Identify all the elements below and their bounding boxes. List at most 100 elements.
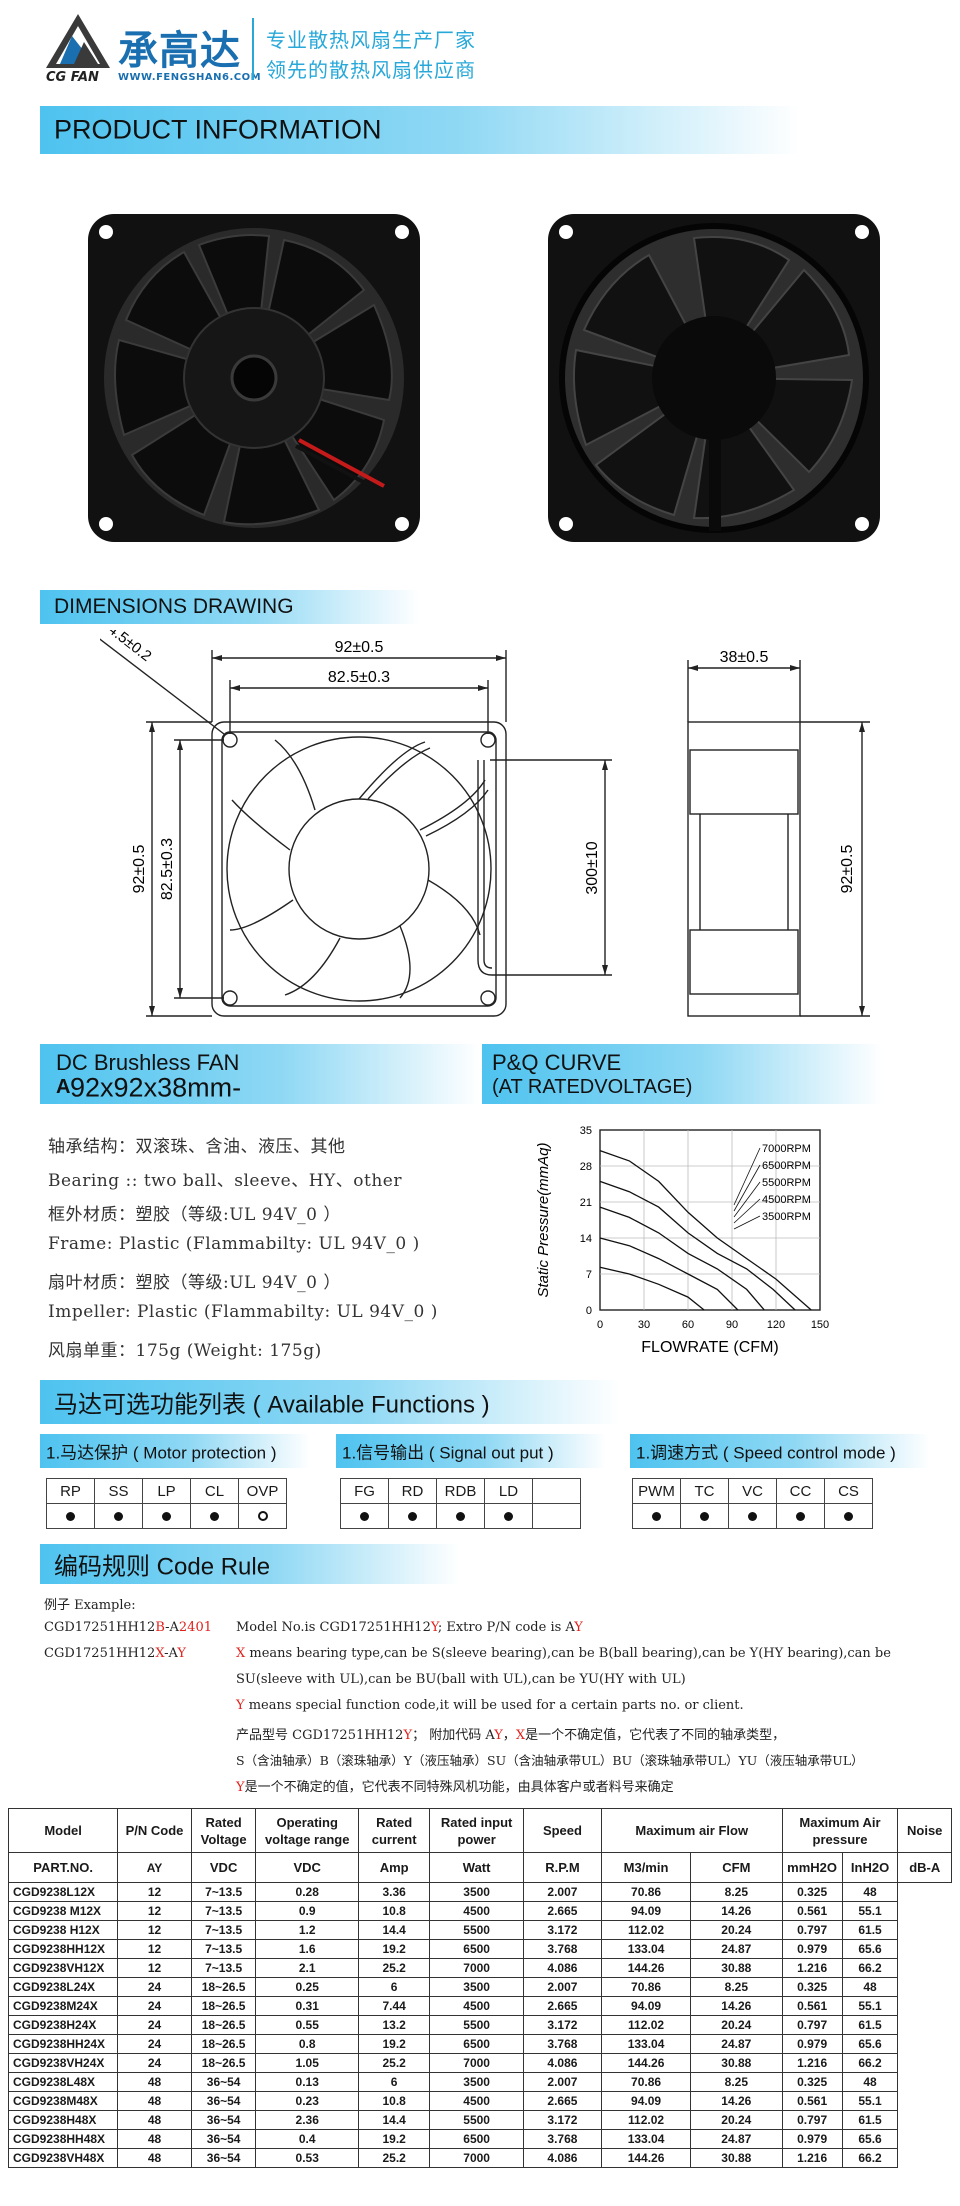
spec-line: 框外材质：塑胶（等级:UL 94V_0 ） [48, 1205, 341, 1225]
table-cell: 7~13.5 [190, 1901, 257, 1921]
model-suffix: A [56, 1076, 71, 1098]
fn-label-signal: 1.信号输出 ( Signal out put ) [342, 1443, 554, 1463]
code-text-red: Y [403, 1728, 413, 1743]
pn-code-cell: AY [117, 1852, 192, 1883]
dim-width-outer: 92±0.5 [335, 639, 384, 656]
table-cell: 25.2 [357, 2053, 431, 2073]
table-cell: 48 [841, 1977, 899, 1997]
code-example-1: CGD17251HH12B-A2401 [44, 1620, 212, 1635]
table-cell: 48 [117, 2072, 192, 2092]
table-cell: 0.979 [781, 2034, 843, 2054]
dot-mark-icon [796, 1511, 805, 1521]
section-bar-dimensions: DIMENSIONS DRAWING [40, 590, 420, 624]
page-header: CG FAN 承高达 WWW.FENGSHAN6.COM 专业散热风扇生产厂家 … [0, 0, 960, 100]
th-air-pressure: Maximum Air pressure [781, 1808, 899, 1853]
spec-line: Frame: Plastic (Flammabilty: UL 94V_0 ) [48, 1234, 420, 1254]
legend-leader [733, 1181, 761, 1218]
table-cell: 5500 [429, 2015, 524, 2035]
fn-option: RD [388, 1478, 437, 1504]
table-cell: 12 [117, 1882, 192, 1902]
table-cell: 0.8 [255, 2034, 359, 2054]
table-cell: 14.4 [357, 2110, 431, 2130]
table-cell: 24.87 [690, 1939, 783, 1959]
table-cell: 14.4 [357, 1920, 431, 1940]
table-cell: 3500 [429, 1882, 524, 1902]
table-cell: 4500 [429, 1996, 524, 2016]
model-cell: CGD9238 M12X [7, 1901, 119, 1921]
code-text: CGD17251HH12 [44, 1620, 156, 1635]
table-cell: 30.88 [690, 2053, 783, 2073]
table-cell: 70.86 [600, 1882, 692, 1902]
table-cell: 0.797 [781, 2015, 843, 2035]
code-example-1-desc: Model No.is CGD17251HH12Y; Extro P/N cod… [236, 1620, 583, 1635]
table-cell: 24 [117, 2034, 192, 2054]
table-cell: 20.24 [690, 2015, 783, 2035]
legend-leader [733, 1164, 761, 1212]
unit-part-no: PART.NO. [7, 1852, 119, 1883]
series-line-5500rpm [599, 1206, 765, 1311]
code-line-5: S（含油轴承）B（滚珠轴承）Y（液压轴承）SU（含油轴承带UL）BU（滚珠轴承带… [236, 1753, 864, 1768]
table-cell: 61.5 [841, 2110, 899, 2130]
code-text: 是一个不确定的值，它代表不同特殊风机功能，由具体客户或者料号来确定 [244, 1780, 674, 1795]
fan-front-photo [88, 214, 420, 542]
th-rated-power: Rated input power [429, 1808, 524, 1853]
table-cell: 94.09 [600, 1996, 692, 2016]
table-cell: 7000 [429, 2148, 524, 2168]
fn-option: TC [680, 1478, 729, 1504]
table-cell: 14.26 [690, 2091, 783, 2111]
table-cell: 65.6 [841, 2034, 899, 2054]
table-cell: 144.26 [600, 2148, 692, 2168]
fn-mark [680, 1503, 729, 1529]
table-cell: 6 [357, 2072, 431, 2092]
legend-leader [733, 1147, 761, 1206]
table-cell: 3.172 [522, 2110, 602, 2130]
table-cell: 1.2 [255, 1920, 359, 1940]
table-cell: 0.325 [781, 1882, 843, 1902]
unit-cfm: CFM [690, 1852, 783, 1883]
table-cell: 2.665 [522, 1901, 602, 1921]
unit-inh2o: InH2O [841, 1852, 899, 1883]
table-cell: 18~26.5 [190, 2034, 257, 2054]
legend-label: 7000RPM [762, 1143, 811, 1155]
table-cell: 12 [117, 1920, 192, 1940]
code-text: means special function code,it will be u… [244, 1698, 744, 1713]
table-cell: 19.2 [357, 2129, 431, 2149]
legend-label: 3500RPM [762, 1211, 811, 1223]
code-text-red: X [515, 1728, 526, 1743]
fn-option: CC [776, 1478, 825, 1504]
series-line-6500rpm [599, 1180, 796, 1311]
table-cell: 36~54 [190, 2148, 257, 2168]
series-line-3500rpm [599, 1266, 705, 1311]
fn-mark [142, 1503, 191, 1529]
fn-option: SS [94, 1478, 143, 1504]
fn-mark [340, 1503, 389, 1529]
table-cell: 0.325 [781, 1977, 843, 1997]
table-cell: 0.561 [781, 2091, 843, 2111]
table-cell: 20.24 [690, 2110, 783, 2130]
plot-frame [599, 1129, 821, 1311]
dim-height-inner: 82.5±0.3 [159, 838, 176, 900]
table-cell: 18~26.5 [190, 2015, 257, 2035]
table-cell: 0.979 [781, 2129, 843, 2149]
table-units-row: PART.NO. AY VDC VDC Amp Watt R.P.M M3/mi… [7, 1852, 952, 1883]
series-line-4500rpm [599, 1237, 739, 1311]
spec-line: 扇叶材质：塑胶（等级:UL 94V_0 ） [48, 1273, 341, 1293]
code-text: means bearing type,can be S(sleeve beari… [245, 1646, 891, 1661]
table-cell: 3.768 [522, 1939, 602, 1959]
table-cell: 2.007 [522, 1977, 602, 1997]
fn-option: FG [340, 1478, 389, 1504]
fn-mark [776, 1503, 825, 1529]
table-cell: 12 [117, 1958, 192, 1978]
table-cell: 3.768 [522, 2034, 602, 2054]
table-cell: 6 [357, 1977, 431, 1997]
table-cell: 36~54 [190, 2110, 257, 2130]
fn-option: LD [484, 1478, 533, 1504]
fn-mark-row [46, 1503, 287, 1529]
x-tick-label: 60 [682, 1319, 694, 1331]
logo-cn-text: 承高达 [118, 28, 241, 74]
